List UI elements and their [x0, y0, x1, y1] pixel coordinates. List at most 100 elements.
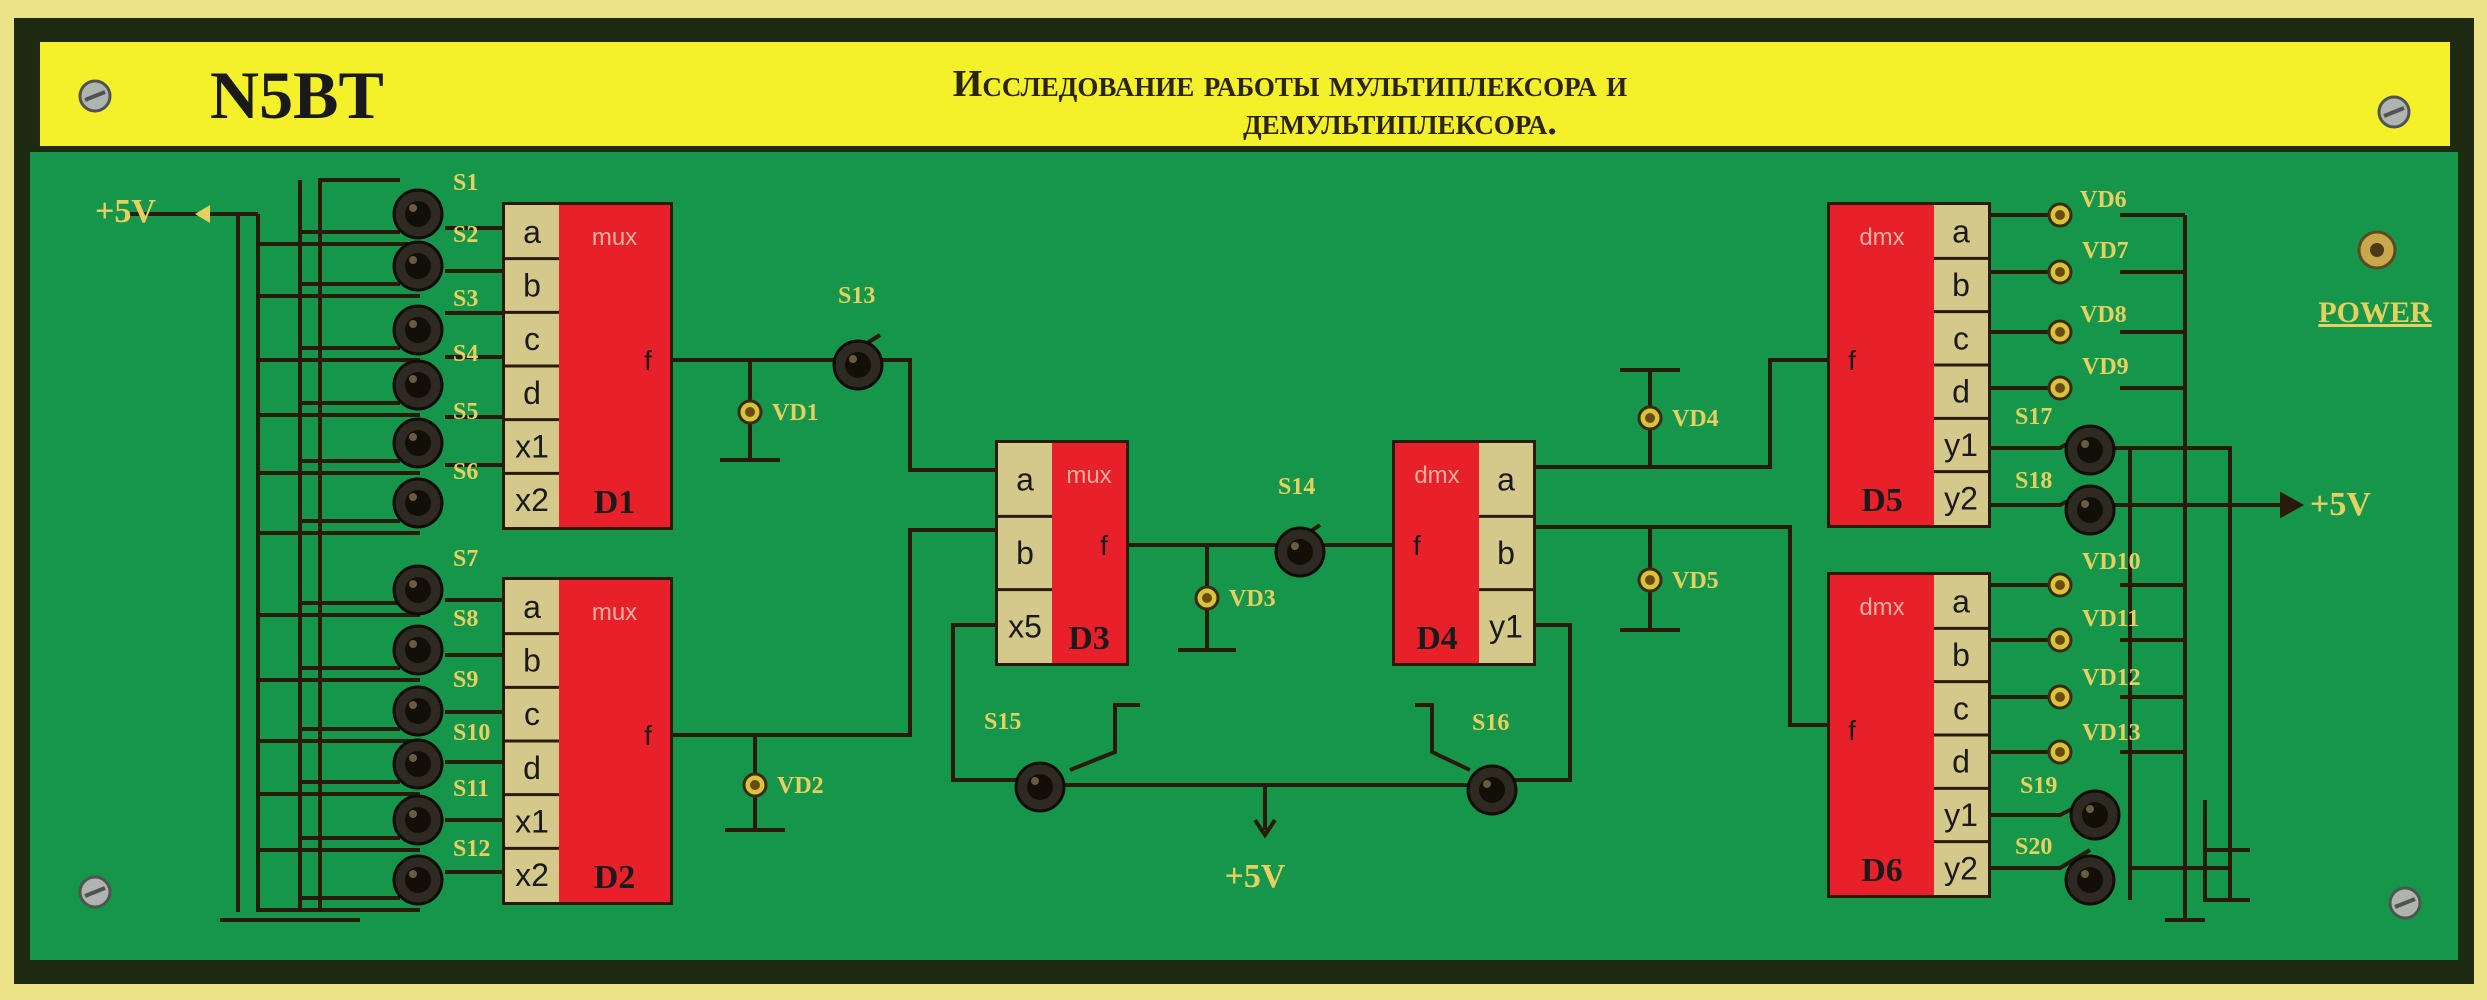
toggle-switch-s20[interactable]: S20 — [2015, 834, 2116, 906]
chip-type: mux — [592, 224, 637, 251]
led-vd2: VD2 — [742, 772, 824, 799]
pin-label: d — [1952, 374, 1970, 410]
toggle-switch-s17[interactable]: S17 — [2015, 404, 2116, 476]
switch-label: S19 — [2020, 773, 2057, 799]
toggle-switch-s6[interactable]: S6 — [392, 459, 478, 529]
toggle-switch-s7[interactable]: S7 — [392, 546, 478, 616]
led-vd4: VD4 — [1637, 405, 1719, 432]
switch-label: S2 — [453, 222, 478, 248]
toggle-switch-s2[interactable]: S2 — [392, 222, 478, 292]
pin-label: y1 — [1944, 427, 1978, 463]
toggle-switch-s8[interactable]: S8 — [392, 606, 478, 676]
led-vd12: VD12 — [2047, 665, 2141, 710]
toggle-switch-s14[interactable]: S14 — [1274, 474, 1326, 578]
pin-label: c — [1953, 320, 1969, 356]
toggle-switch-s13[interactable]: S13 — [832, 283, 884, 391]
title-banner — [40, 42, 2450, 148]
led-label: VD6 — [2080, 187, 2127, 213]
toggle-switch-s16[interactable]: S16 — [1466, 710, 1518, 816]
switch-label: S9 — [453, 667, 478, 693]
screw-head — [2377, 95, 2411, 129]
switch-label: S17 — [2015, 404, 2052, 430]
pin-label: y2 — [1944, 850, 1978, 886]
supply-label-left: +5V — [95, 193, 156, 230]
chip-type: mux — [1066, 462, 1111, 489]
chip-id: D2 — [594, 859, 636, 896]
switch-label: S10 — [453, 720, 490, 746]
supply-label-bottom: +5V — [1225, 858, 1286, 895]
switch-label: S12 — [453, 836, 490, 862]
led-vd6: VD6 — [2047, 187, 2127, 228]
switch-label: S14 — [1278, 474, 1315, 500]
toggle-switch-s3[interactable]: S3 — [392, 286, 478, 356]
pin-label: c — [524, 696, 540, 732]
pin-label: a — [1952, 584, 1970, 620]
led-vd3: VD3 — [1194, 585, 1276, 612]
led-label: VD12 — [2082, 665, 2141, 691]
pin-label: x2 — [515, 482, 549, 518]
chip-output-pin: f — [644, 720, 652, 751]
led-label: VD3 — [1229, 586, 1276, 612]
screw-head — [78, 79, 112, 113]
pin-label: a — [1016, 462, 1034, 498]
led-vd7: VD7 — [2047, 238, 2129, 285]
switch-label: S5 — [453, 399, 478, 425]
chip-id: D5 — [1861, 482, 1903, 519]
led-label: VD10 — [2082, 549, 2141, 575]
led-vd8: VD8 — [2047, 302, 2127, 345]
pin-label: a — [1497, 462, 1515, 498]
toggle-switch-s11[interactable]: S11 — [392, 776, 489, 846]
pin-label: c — [524, 321, 540, 357]
toggle-switch-s9[interactable]: S9 — [392, 667, 478, 737]
pin-label: a — [1952, 214, 1970, 250]
switch-label: S4 — [453, 341, 478, 367]
led-vd13: VD13 — [2047, 720, 2141, 765]
pin-label: x5 — [1008, 608, 1042, 644]
chip-output-pin: f — [644, 345, 652, 376]
chip-id: D3 — [1068, 620, 1110, 657]
toggle-switch-s4[interactable]: S4 — [392, 341, 478, 411]
chip-body — [559, 205, 670, 527]
led-label: VD7 — [2082, 238, 2129, 264]
chip-output-pin: f — [1848, 715, 1856, 746]
led-label: VD2 — [777, 773, 824, 799]
switch-label: S13 — [838, 283, 875, 309]
toggle-switch-s1[interactable]: S1 — [392, 170, 478, 240]
chip-id: D4 — [1416, 620, 1458, 657]
chip-type: dmx — [1859, 224, 1904, 251]
panel-title-line2: демультиплексора. — [1243, 101, 1557, 143]
switch-label: S16 — [1472, 710, 1509, 736]
led-vd11: VD11 — [2047, 606, 2139, 653]
chip-body — [1830, 205, 1934, 525]
chip-pin-column — [998, 443, 1052, 663]
screw-head — [2388, 886, 2422, 920]
toggle-switch-s10[interactable]: S10 — [392, 720, 490, 790]
chip-type: mux — [592, 599, 637, 626]
panel-code: N5BT — [210, 57, 384, 133]
led-label: VD5 — [1672, 568, 1719, 594]
toggle-switch-s19[interactable]: S19 — [2020, 773, 2121, 841]
chip-id: D6 — [1861, 852, 1903, 889]
toggle-switch-s18[interactable]: S18 — [2015, 468, 2116, 536]
pin-label: y2 — [1944, 480, 1978, 516]
toggle-switch-s5[interactable]: S5 — [392, 399, 478, 469]
switch-label: S18 — [2015, 468, 2052, 494]
led-vd10: VD10 — [2047, 549, 2141, 598]
pin-label: b — [1497, 535, 1515, 571]
chip-type: dmx — [1414, 462, 1459, 489]
toggle-switch-s12[interactable]: S12 — [392, 836, 490, 906]
chip-output-pin: f — [1848, 345, 1856, 376]
toggle-switch-s15[interactable]: S15 — [984, 709, 1066, 813]
led-label: VD9 — [2082, 354, 2129, 380]
pin-label: d — [523, 375, 541, 411]
pin-label: d — [523, 750, 541, 786]
led-label: VD1 — [772, 400, 819, 426]
pin-label: y1 — [1489, 608, 1523, 644]
led-label: VD8 — [2080, 302, 2127, 328]
